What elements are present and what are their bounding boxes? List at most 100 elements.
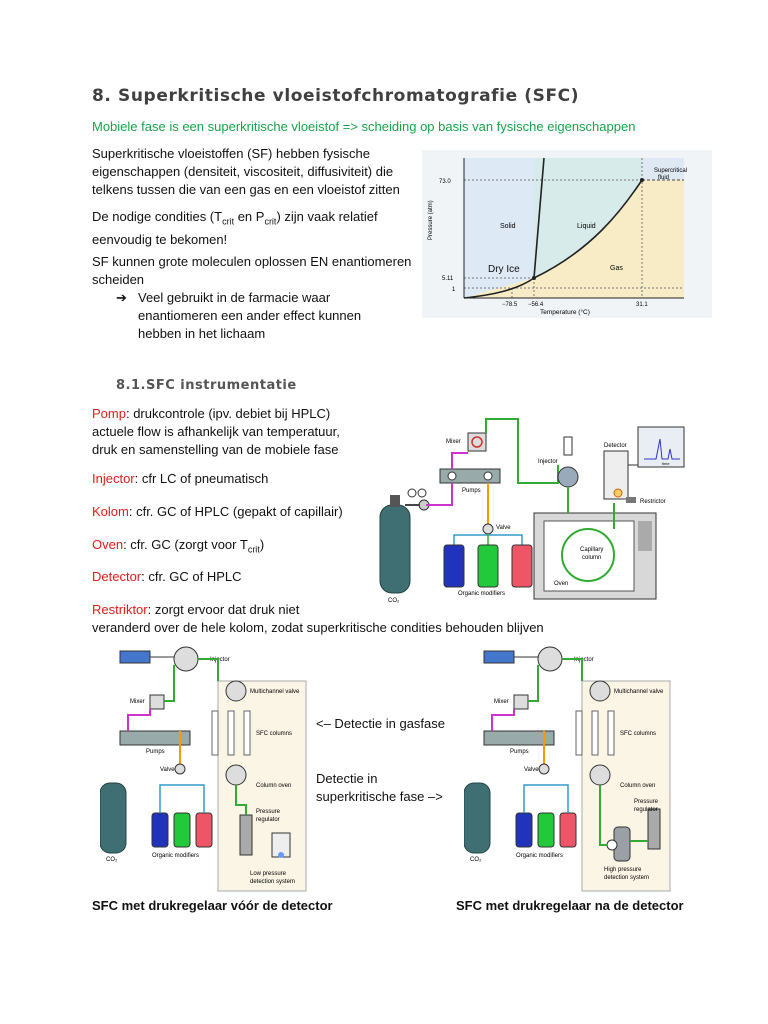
pressure-regulator — [239, 814, 253, 856]
sublimation-curve — [463, 277, 535, 299]
red-bottle — [195, 812, 213, 848]
mixer — [149, 694, 165, 710]
pumps-label: Pumps — [510, 749, 529, 755]
text-line: eigenschappen (densiteit, viscositeit, d… — [92, 164, 394, 179]
multichannel-label: Multichannel valve — [250, 689, 300, 695]
co2-line — [491, 709, 515, 731]
valve — [538, 763, 550, 775]
time-label: time — [662, 461, 670, 466]
text-line: Detectie in — [316, 771, 378, 786]
oven-label: Oven — [554, 581, 568, 587]
pumps — [483, 730, 555, 746]
page-title: 8. Superkritische vloeistofchromatografi… — [92, 86, 580, 106]
flame-icon — [278, 852, 284, 858]
injector-valve — [173, 646, 199, 672]
gasfase-annotation: <– Detectie in gasfase — [316, 716, 445, 731]
bullet-item: ➔ Veel gebruikt in de farmacie waar enan… — [116, 289, 361, 343]
text-line: superkritische fase –> — [316, 789, 443, 804]
red-bottle — [559, 812, 577, 848]
column-outlet — [235, 785, 247, 815]
mixer — [513, 694, 529, 710]
sf-label: Supercritical — [654, 168, 687, 174]
kolom-item: Kolom: cfr. GC of HPLC (gepakt of capill… — [92, 504, 343, 519]
co2-line — [426, 483, 453, 506]
flow-line — [164, 665, 175, 702]
pumps — [119, 730, 191, 746]
text-span: ) — [259, 537, 265, 552]
pomp-item: Pomp: drukcontrole (ipv. debiet bij HPLC… — [92, 405, 340, 459]
term-label: Restriktor — [92, 602, 148, 617]
pump-head-icon — [447, 471, 457, 481]
flow-line — [528, 665, 539, 702]
y-tick-label: 5.11 — [442, 276, 454, 282]
sfc-column — [575, 710, 583, 756]
pumps-label: Pumps — [462, 488, 481, 494]
text-line: De nodige condities (Tcrit en Pcrit) zij… — [92, 208, 378, 231]
valve — [174, 763, 186, 775]
column-outlet — [599, 785, 607, 846]
restrictor-label: Restrictor — [640, 499, 666, 505]
blue-bottle — [515, 812, 533, 848]
blue-bottle — [443, 544, 465, 588]
dry-ice-label: Dry Ice — [488, 264, 520, 275]
subtitle: Mobiele fase is een superkritische vloei… — [92, 119, 636, 134]
restriktor-item: Restriktor: zorgt ervoor dat druk niet v… — [92, 601, 544, 637]
injector-item: Injector: cfr LC of pneumatisch — [92, 471, 268, 486]
intro-paragraph-1: Superkritische vloeistoffen (SF) hebben … — [92, 145, 400, 199]
mixer-coil-icon — [471, 436, 483, 448]
critical-point — [640, 178, 644, 182]
text-line: SF kunnen grote moleculen oplossen EN en… — [92, 254, 412, 269]
text-line: druk en samenstelling van de mobiele fas… — [92, 442, 339, 457]
text-span: en P — [234, 209, 265, 224]
subscript: crit — [222, 216, 235, 227]
sfc-instrument-figure: CO₂ Mixer Pumps Valve Organic modifiers … — [379, 418, 685, 604]
y-tick-label: 73.0 — [439, 179, 451, 185]
text-span: : cfr. GC (zorgt voor T — [123, 537, 248, 552]
text-line: actuele flow is afhankelijk van temperat… — [92, 424, 340, 439]
blue-bottle — [151, 812, 169, 848]
pressure-label: regulator — [634, 807, 658, 813]
caption-before-detector: SFC met drukregelaar vóór de detector — [92, 898, 333, 913]
text-span: : cfr LC of pneumatisch — [134, 471, 269, 486]
liquid-label: Liquid — [577, 223, 596, 230]
chromatogram-trace — [644, 438, 680, 460]
multichannel-valve — [225, 680, 247, 702]
text-span: ) zijn vaak relatief — [276, 209, 378, 224]
sfc-after-detector-figure: Injector Mixer Pumps Valve Organic modif… — [464, 646, 671, 892]
valve-label: Valve — [524, 767, 539, 773]
solid-label: Solid — [500, 223, 516, 230]
sample-tray — [119, 650, 151, 664]
mixer-label: Mixer — [446, 439, 461, 445]
term-label: Pomp — [92, 406, 126, 421]
sfc-columns-label: SFC columns — [256, 731, 292, 737]
injector-outlet — [562, 658, 583, 681]
pressure-regulator — [647, 808, 661, 850]
subscript: crit — [247, 544, 260, 555]
text-line: telkens tussen die van een gas en een vl… — [92, 182, 400, 197]
red-bottle — [511, 544, 533, 588]
pump-head-icon — [483, 471, 493, 481]
oven-item: Oven: cfr. GC (zorgt voor Tcrit) — [92, 537, 264, 555]
co2-cylinder — [464, 782, 491, 854]
mixer-label: Mixer — [494, 699, 509, 705]
low-pressure-label: Low pressure — [250, 871, 287, 877]
co2-label: CO₂ — [470, 857, 482, 863]
restrictor — [626, 497, 636, 503]
mixer-label: Mixer — [130, 699, 145, 705]
multichannel-valve — [225, 764, 247, 786]
organic-modifiers-label: Organic modifiers — [516, 853, 563, 859]
phase-diagram: Pressure (atm) Temperature (°C) 73.0 5.1… — [422, 150, 712, 318]
flame-icon — [613, 488, 623, 498]
text-line: Superkritische vloeistoffen (SF) hebben … — [92, 146, 370, 161]
mixer-line — [451, 452, 468, 469]
sample-tray — [483, 650, 515, 664]
x-tick-label: −56.4 — [528, 302, 544, 308]
injector — [557, 466, 579, 488]
pumps-label: Pumps — [146, 749, 165, 755]
column-oven-label: Column oven — [620, 783, 655, 789]
multichannel-valve — [589, 764, 611, 786]
mixer — [467, 432, 487, 452]
high-pressure-label: High pressure — [604, 867, 642, 873]
boiling-curve — [533, 179, 643, 279]
modifier-tubing — [523, 784, 569, 813]
